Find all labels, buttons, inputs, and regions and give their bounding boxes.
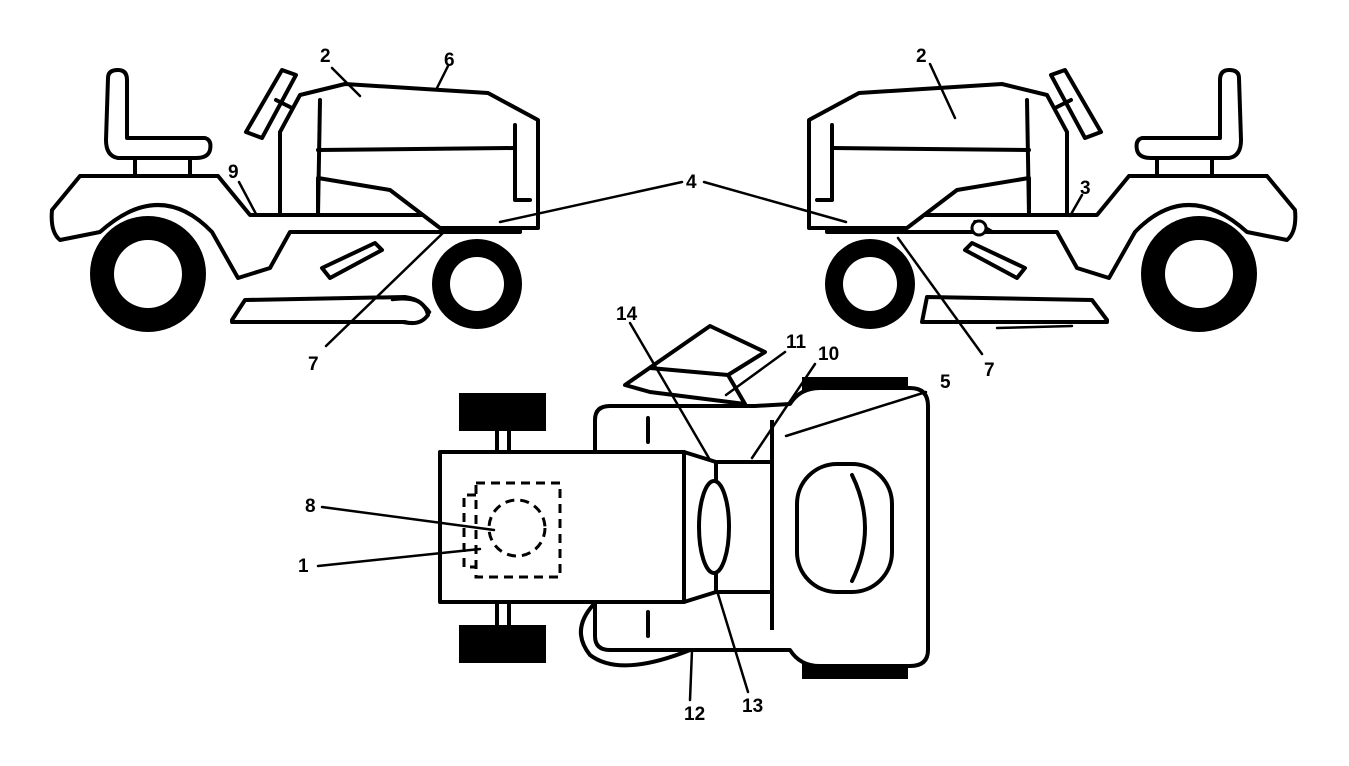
callout-right-7: 7 (984, 360, 995, 381)
leader-left-7 (324, 228, 448, 348)
leader-left-2 (330, 66, 362, 98)
callout-11: 11 (786, 332, 807, 353)
right-side-view-tractor (807, 68, 1298, 332)
left-side-view-tractor (49, 68, 540, 332)
leader-13 (716, 592, 750, 694)
callout-left-9: 9 (228, 162, 239, 183)
callout-left-2: 2 (320, 46, 331, 67)
top-steering-wheel (623, 324, 767, 406)
callout-labels: 2 6 9 7 4 2 3 7 14 11 10 5 8 1 12 13 (228, 46, 1091, 725)
callout-1: 1 (298, 556, 309, 577)
callout-10: 10 (818, 344, 839, 365)
leader-14 (628, 321, 712, 462)
callout-12: 12 (684, 704, 705, 725)
leader-left-6 (434, 64, 450, 92)
callout-right-3: 3 (1080, 178, 1091, 199)
top-rear-axle (495, 428, 511, 628)
top-seat-dashed-circle (487, 498, 547, 558)
leader-right-2 (928, 62, 957, 120)
leader-8 (320, 505, 496, 532)
left-mower-deck (230, 295, 430, 326)
top-seat-dashed-tab (462, 493, 476, 569)
top-view-tractor (438, 324, 930, 679)
left-seat-post (133, 156, 192, 178)
left-dash-edge (316, 98, 322, 217)
left-pedal (320, 241, 384, 280)
leader-5 (784, 390, 928, 438)
left-steering-wheel (244, 68, 298, 140)
callout-13: 13 (742, 696, 763, 717)
top-hood-curve (850, 473, 867, 583)
callout-leaders (237, 62, 1084, 702)
leader-11 (724, 350, 787, 397)
top-rear-wheel-bottom (459, 625, 546, 663)
callout-8: 8 (305, 496, 316, 517)
leader-12 (688, 648, 694, 702)
leader-1 (316, 547, 482, 568)
callout-5: 5 (940, 372, 951, 393)
callout-14: 14 (616, 304, 638, 325)
left-chute (390, 298, 432, 325)
left-grille (513, 123, 532, 202)
left-rear-rim (114, 240, 182, 308)
callout-left-7: 7 (308, 354, 319, 375)
callout-4: 4 (686, 172, 697, 193)
leader-right-7 (896, 236, 984, 356)
top-steering-spoke (648, 366, 730, 377)
top-seat-dashed-box (474, 481, 562, 579)
left-hood-line (316, 146, 517, 152)
leader-4-right (702, 180, 848, 224)
leader-10 (750, 362, 817, 460)
callout-left-6: 6 (444, 50, 455, 71)
callout-right-2: 2 (916, 46, 927, 67)
left-seat (104, 68, 213, 160)
leader-right-3 (1068, 193, 1084, 218)
leader-left-9 (237, 180, 258, 216)
left-rear-fender (49, 174, 522, 280)
leader-4-left (498, 180, 684, 224)
left-front-rim (450, 257, 504, 311)
top-rear-wheel-top (459, 393, 546, 431)
top-dash-oval (697, 479, 731, 575)
top-hood-oval (795, 462, 894, 594)
